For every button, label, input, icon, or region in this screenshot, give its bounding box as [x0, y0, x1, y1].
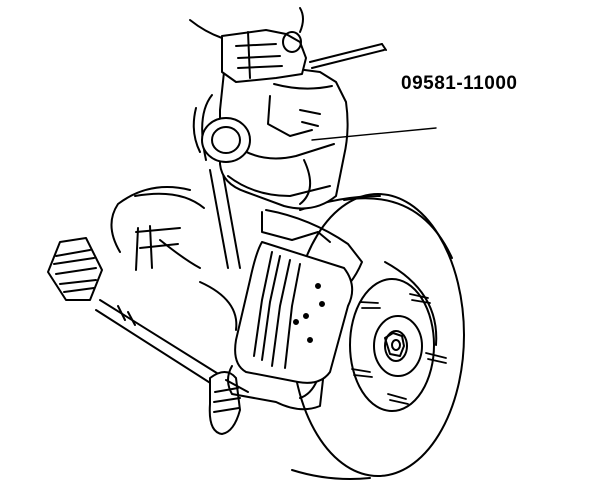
tie-rod-boot: [48, 238, 102, 300]
callout-leader: [312, 128, 436, 140]
hub-nut: [374, 316, 422, 376]
special-tool-hanger: [222, 30, 386, 82]
ball-joint: [210, 372, 248, 434]
steering-knuckle: [96, 187, 236, 386]
strut-upper: [190, 8, 303, 160]
part-number-callout: 09581-11000: [401, 73, 518, 94]
brake-pad: [235, 242, 352, 383]
wheel-studs: [352, 294, 446, 404]
caliper-piston: [202, 118, 250, 162]
strut-shaft: [210, 168, 240, 268]
caliper-body: [220, 66, 348, 208]
